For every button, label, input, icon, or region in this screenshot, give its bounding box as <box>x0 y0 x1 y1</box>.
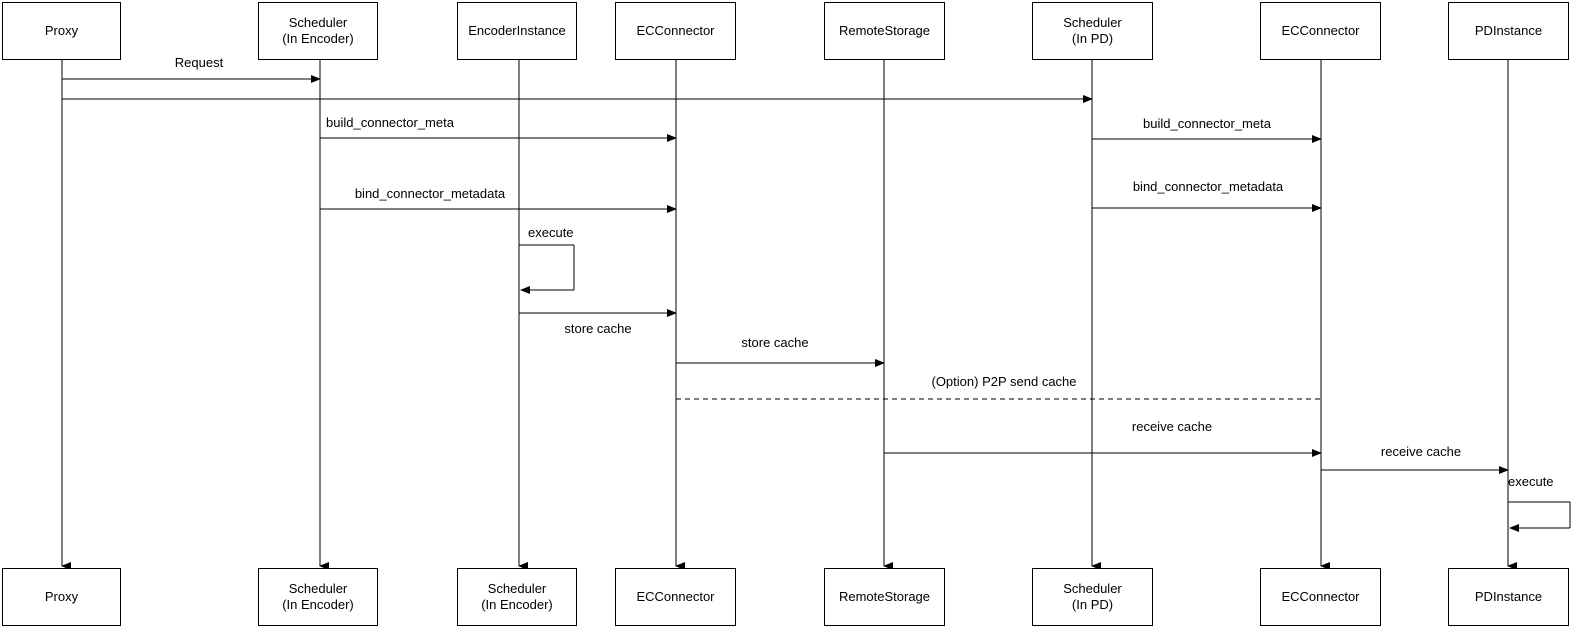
message-label-store-cache-encoder-to-ecconnector: store cache <box>564 321 632 336</box>
message-label-p2p-send-cache: (Option) P2P send cache <box>931 374 1077 389</box>
message-label-bind-connector-metadata-encoder: bind_connector_metadata <box>354 186 506 201</box>
participant-footer-box-remote-storage[interactable]: RemoteStorage <box>824 568 945 626</box>
participant-footer-box-scheduler-in-pd[interactable]: Scheduler (In PD) <box>1032 568 1153 626</box>
participant-header-label-scheduler-in-pd: Scheduler (In PD) <box>1063 15 1122 46</box>
messages-group <box>62 75 1509 474</box>
participant-footer-box-proxy[interactable]: Proxy <box>2 568 121 626</box>
participant-footer-label-encoder-instance: Scheduler (In Encoder) <box>481 581 553 612</box>
message-label-receive-cache-remotestorage-to-ecconnector: receive cache <box>1131 419 1213 434</box>
message-label-store-cache-ecconnector-to-remotestorage: store cache <box>741 335 809 350</box>
participant-header-label-ec-connector-pd: ECConnector <box>1281 23 1360 38</box>
self-message-label-execute-encoder-instance: execute <box>528 225 574 240</box>
participant-footer-box-ec-connector-pd[interactable]: ECConnector <box>1260 568 1381 626</box>
participant-header-box-proxy[interactable]: Proxy <box>2 2 121 60</box>
message-label-receive-cache-ecconnector-to-pdinstance: receive cache <box>1380 444 1462 459</box>
participant-footer-box-pd-instance[interactable]: PDInstance <box>1448 568 1569 626</box>
participant-header-box-ec-connector-pd[interactable]: ECConnector <box>1260 2 1381 60</box>
self-messages-group <box>519 244 1571 532</box>
participant-header-label-scheduler-in-encoder: Scheduler (In Encoder) <box>282 15 354 46</box>
participant-footer-box-encoder-instance[interactable]: Scheduler (In Encoder) <box>457 568 577 626</box>
participant-header-label-ec-connector-encoder: ECConnector <box>636 23 715 38</box>
participant-footer-label-pd-instance: PDInstance <box>1474 589 1543 604</box>
participant-header-label-proxy: Proxy <box>44 23 79 38</box>
participant-header-label-pd-instance: PDInstance <box>1474 23 1543 38</box>
lifelines-group <box>61 60 1517 570</box>
message-label-request: Request <box>174 55 224 70</box>
participant-footer-label-proxy: Proxy <box>44 589 79 604</box>
participant-footer-label-remote-storage: RemoteStorage <box>838 589 931 604</box>
participant-footer-label-ec-connector-pd: ECConnector <box>1281 589 1360 604</box>
participant-header-box-ec-connector-encoder[interactable]: ECConnector <box>615 2 736 60</box>
participant-footer-box-ec-connector-encoder[interactable]: ECConnector <box>615 568 736 626</box>
message-label-build-connector-meta-encoder: build_connector_meta <box>326 115 454 130</box>
participant-footer-label-scheduler-in-pd: Scheduler (In PD) <box>1063 581 1122 612</box>
participant-header-box-scheduler-in-encoder[interactable]: Scheduler (In Encoder) <box>258 2 378 60</box>
participant-header-box-scheduler-in-pd[interactable]: Scheduler (In PD) <box>1032 2 1153 60</box>
message-label-build-connector-meta-pd: build_connector_meta <box>1143 116 1271 131</box>
participant-footer-label-ec-connector-encoder: ECConnector <box>636 589 715 604</box>
participant-header-box-remote-storage[interactable]: RemoteStorage <box>824 2 945 60</box>
participant-header-box-pd-instance[interactable]: PDInstance <box>1448 2 1569 60</box>
participant-footer-label-scheduler-in-encoder: Scheduler (In Encoder) <box>282 581 354 612</box>
participant-footer-box-scheduler-in-encoder[interactable]: Scheduler (In Encoder) <box>258 568 378 626</box>
participant-header-box-encoder-instance[interactable]: EncoderInstance <box>457 2 577 60</box>
participant-header-label-encoder-instance: EncoderInstance <box>468 23 566 38</box>
participant-header-label-remote-storage: RemoteStorage <box>838 23 931 38</box>
message-label-bind-connector-metadata-pd: bind_connector_metadata <box>1132 179 1284 194</box>
self-message-label-execute-pd-instance: execute <box>1508 474 1554 489</box>
